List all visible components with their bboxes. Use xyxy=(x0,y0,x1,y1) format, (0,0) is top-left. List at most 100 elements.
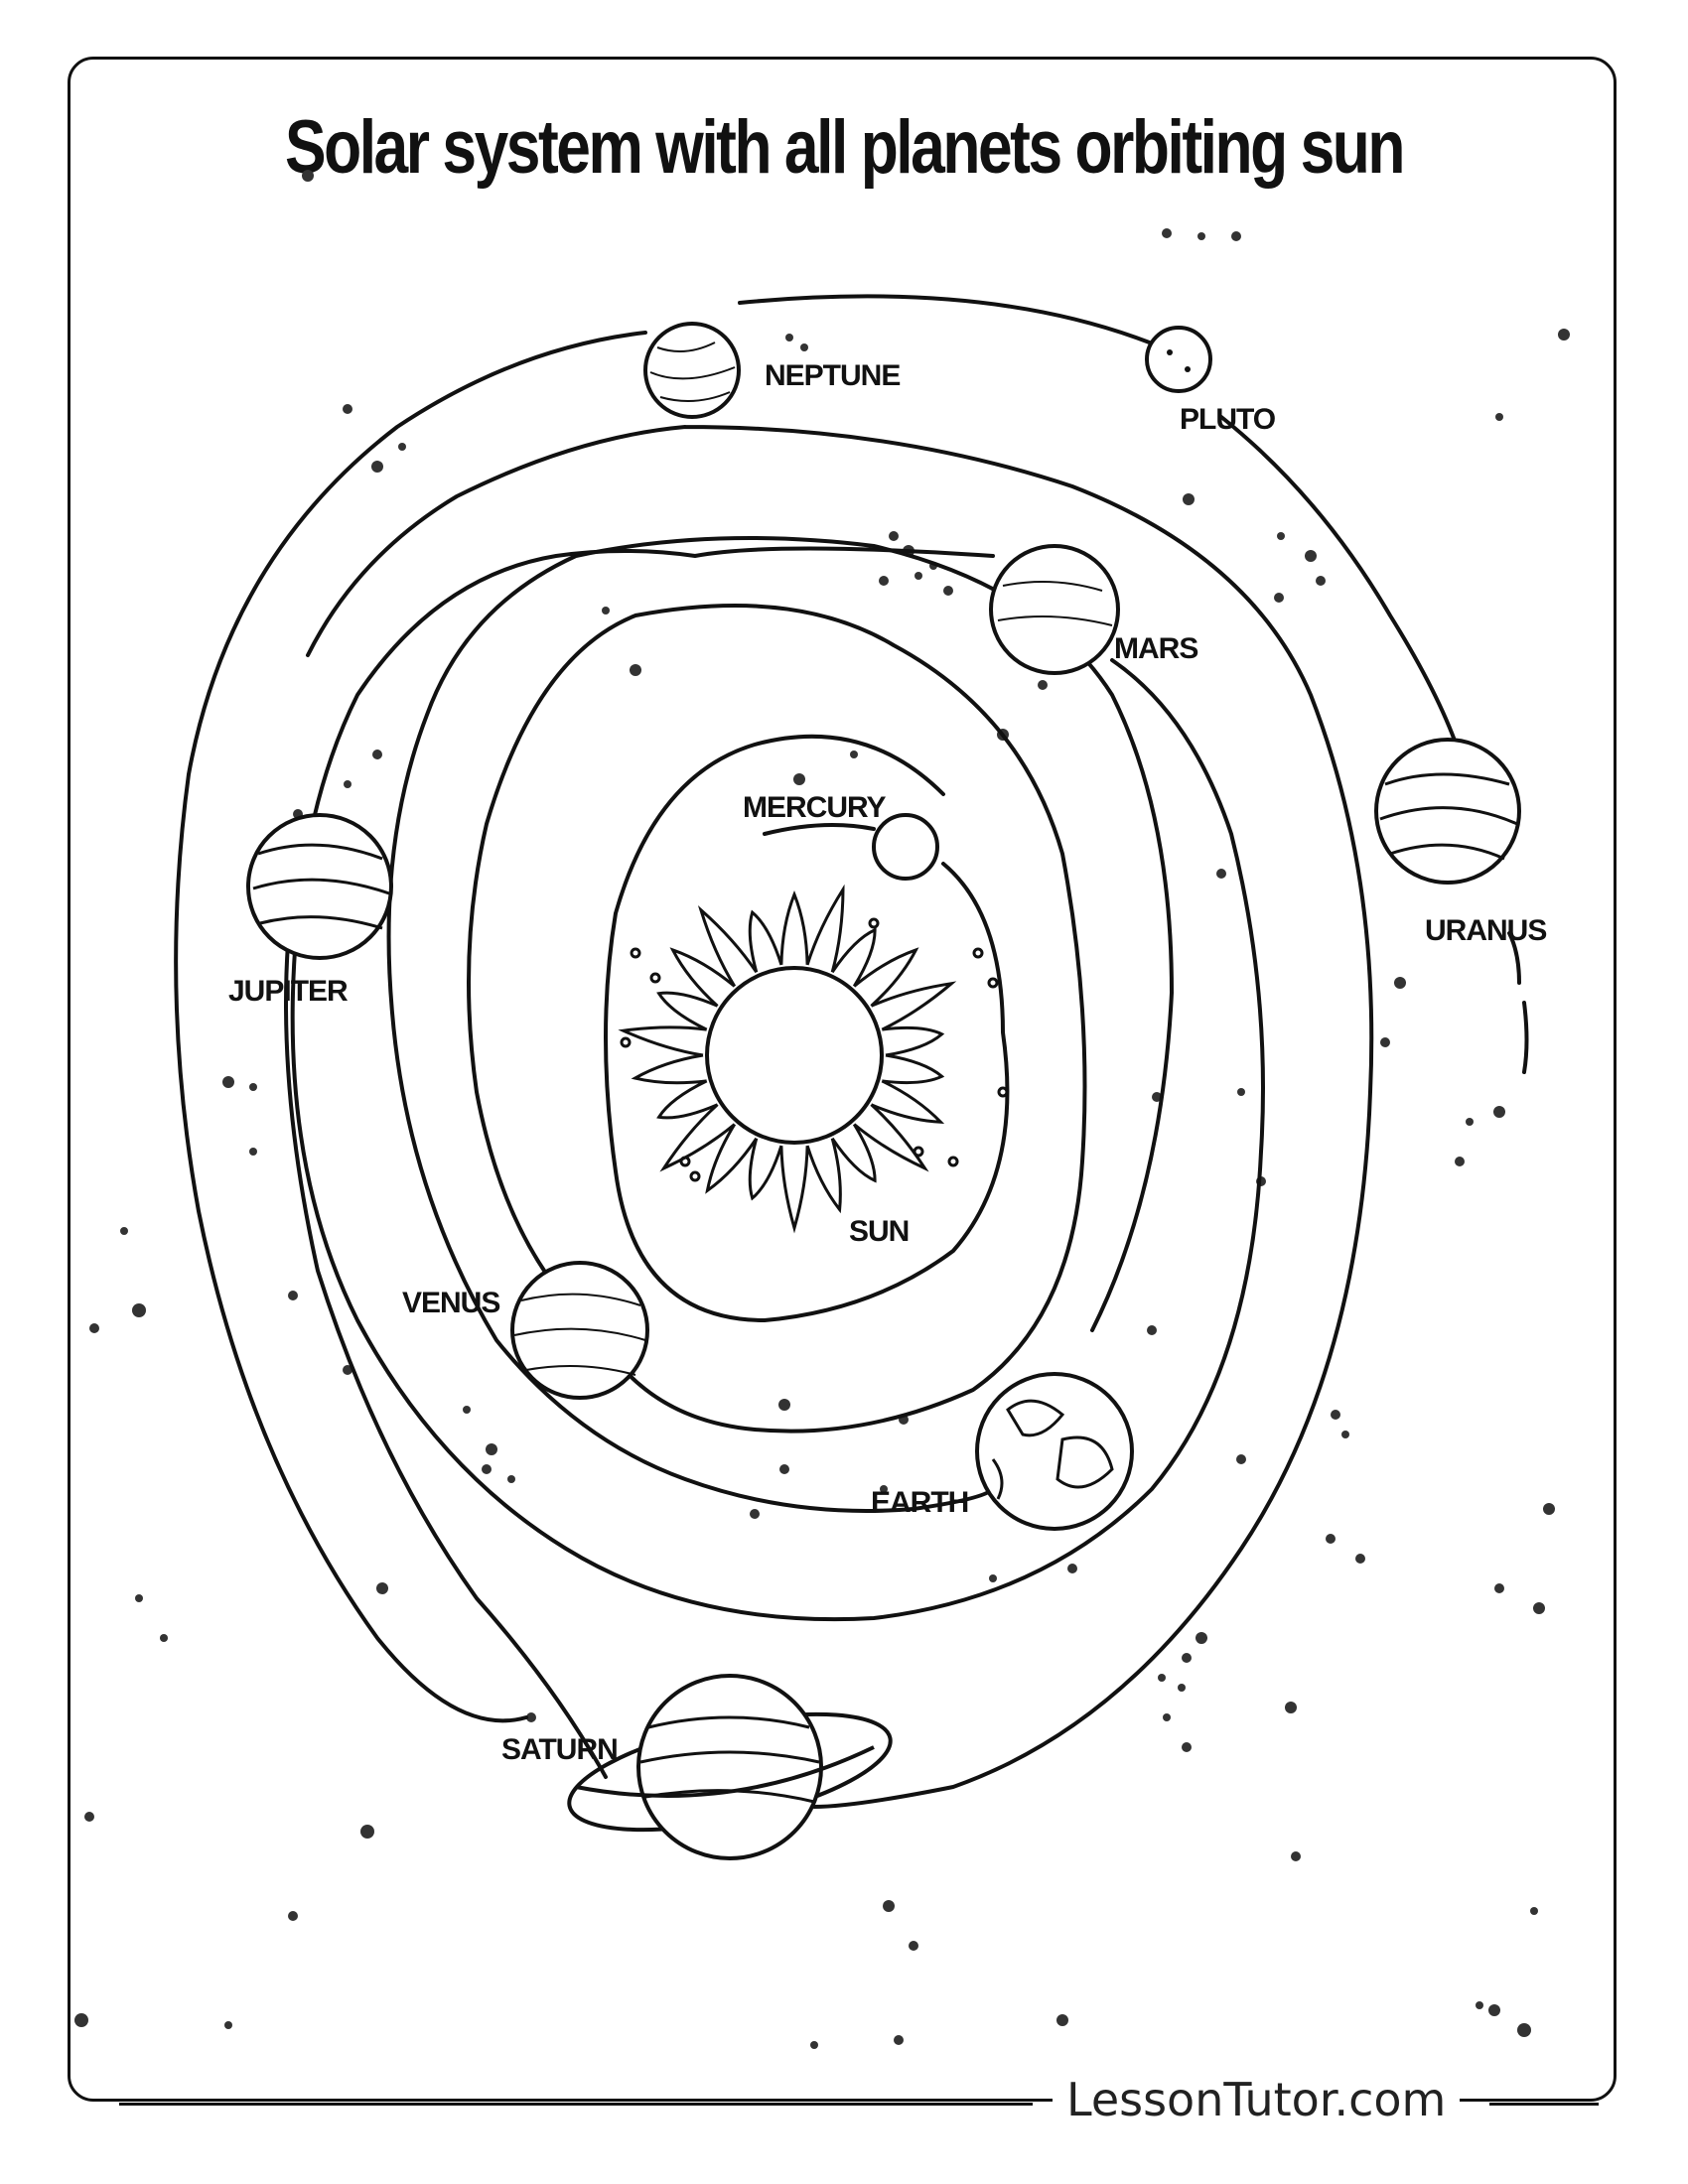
jupiter-planet xyxy=(246,813,393,960)
star-dot xyxy=(1558,329,1570,341)
star-dot xyxy=(1291,1851,1301,1861)
sun-speck xyxy=(620,1036,632,1048)
star-dot xyxy=(1493,1106,1505,1118)
star-dot xyxy=(1277,532,1285,540)
orbit-jupiter-tail xyxy=(284,941,608,1779)
sun-speck xyxy=(913,1146,924,1158)
star-dot xyxy=(371,461,383,473)
star-dot xyxy=(482,1464,492,1474)
star-dot xyxy=(288,1911,298,1921)
star-dot xyxy=(1237,1088,1245,1096)
label-earth: EARTH xyxy=(871,1486,968,1519)
star-dot xyxy=(1466,1118,1474,1126)
star-dot xyxy=(249,1148,257,1156)
star-dot xyxy=(1341,1431,1349,1438)
star-dot xyxy=(914,572,922,580)
star-dot xyxy=(1495,413,1503,421)
star-dot xyxy=(507,1475,515,1483)
star-dot xyxy=(1216,869,1226,879)
star-dot xyxy=(1231,231,1241,241)
star-dot xyxy=(778,1399,790,1411)
star-dot xyxy=(1147,1325,1157,1335)
star-dot xyxy=(1183,493,1195,505)
star-dot xyxy=(889,531,899,541)
sun-speck xyxy=(987,977,999,989)
orbit-mars xyxy=(290,546,1265,1622)
star-dot xyxy=(1038,680,1048,690)
star-dot xyxy=(1274,593,1284,603)
star-dot xyxy=(1162,228,1172,238)
orbit-venus xyxy=(467,604,1087,1433)
orbit-outermost xyxy=(174,294,1529,1723)
star-dot xyxy=(1494,1583,1504,1593)
star-dot xyxy=(360,1825,374,1839)
label-mars: MARS xyxy=(1114,632,1197,665)
star-dot xyxy=(376,1582,388,1594)
star-dot xyxy=(84,1812,94,1822)
star-dot xyxy=(630,664,641,676)
star-dot xyxy=(120,1227,128,1235)
star-dot xyxy=(1517,2023,1531,2037)
page-title: Solar system with all planets orbiting s… xyxy=(284,105,1405,190)
star-dot xyxy=(89,1323,99,1333)
star-dot xyxy=(909,1941,918,1951)
star-dot xyxy=(800,343,808,351)
label-uranus: URANUS xyxy=(1425,914,1546,947)
star-dot xyxy=(1152,1092,1162,1102)
label-pluto: PLUTO xyxy=(1180,403,1276,436)
star-dot xyxy=(1197,232,1205,240)
page-border xyxy=(68,57,1617,2102)
sun-speck xyxy=(679,1156,691,1167)
star-dot xyxy=(74,2013,88,2027)
sun-speck xyxy=(947,1156,959,1167)
star-dot xyxy=(602,607,610,614)
sun-speck xyxy=(868,917,880,929)
star-dot xyxy=(1305,550,1317,562)
orbit-earth xyxy=(386,536,1175,1513)
star-dot xyxy=(1056,2014,1068,2026)
footer-site-name: LessonTutor.com xyxy=(1053,2073,1461,2126)
footer-rule-left xyxy=(119,2103,1033,2106)
star-dot xyxy=(943,586,953,596)
sun-speck xyxy=(972,947,984,959)
star-dot xyxy=(222,1076,234,1088)
star-dot xyxy=(1163,1713,1171,1721)
star-dot xyxy=(785,334,793,341)
star-dot xyxy=(1331,1410,1340,1420)
saturn-planet xyxy=(567,1674,893,1860)
star-dot xyxy=(1355,1554,1365,1564)
sun xyxy=(618,884,1009,1234)
star-dot xyxy=(879,576,889,586)
star-dot xyxy=(486,1443,497,1455)
star-dot xyxy=(372,750,382,759)
star-dot xyxy=(989,1574,997,1582)
star-dot xyxy=(850,751,858,758)
sun-flames xyxy=(618,884,957,1234)
star-dot xyxy=(1182,1653,1192,1663)
star-dot xyxy=(1488,2004,1500,2016)
star-dot xyxy=(1543,1503,1555,1515)
star-dot xyxy=(1394,977,1406,989)
star-dot xyxy=(1326,1534,1336,1544)
star-dot xyxy=(1067,1564,1077,1573)
pluto-planet xyxy=(1145,326,1212,393)
star-dot xyxy=(793,773,805,785)
star-dot xyxy=(880,1485,888,1493)
star-dot xyxy=(132,1303,146,1317)
star-dot xyxy=(343,404,352,414)
star-dot xyxy=(1182,1742,1192,1752)
earth-planet xyxy=(975,1372,1134,1531)
star-dot xyxy=(1533,1602,1545,1614)
star-dot xyxy=(810,2041,818,2049)
venus-planet xyxy=(510,1261,649,1400)
sun-speck xyxy=(689,1170,701,1182)
sun-speck xyxy=(997,1086,1009,1098)
neptune-planet xyxy=(643,322,741,419)
star-dot xyxy=(1316,576,1326,586)
label-jupiter: JUPITER xyxy=(228,975,349,1008)
orbit-outer xyxy=(306,425,1374,1809)
star-dot xyxy=(883,1900,895,1912)
star-dot xyxy=(779,1464,789,1474)
star-dot xyxy=(160,1634,168,1642)
